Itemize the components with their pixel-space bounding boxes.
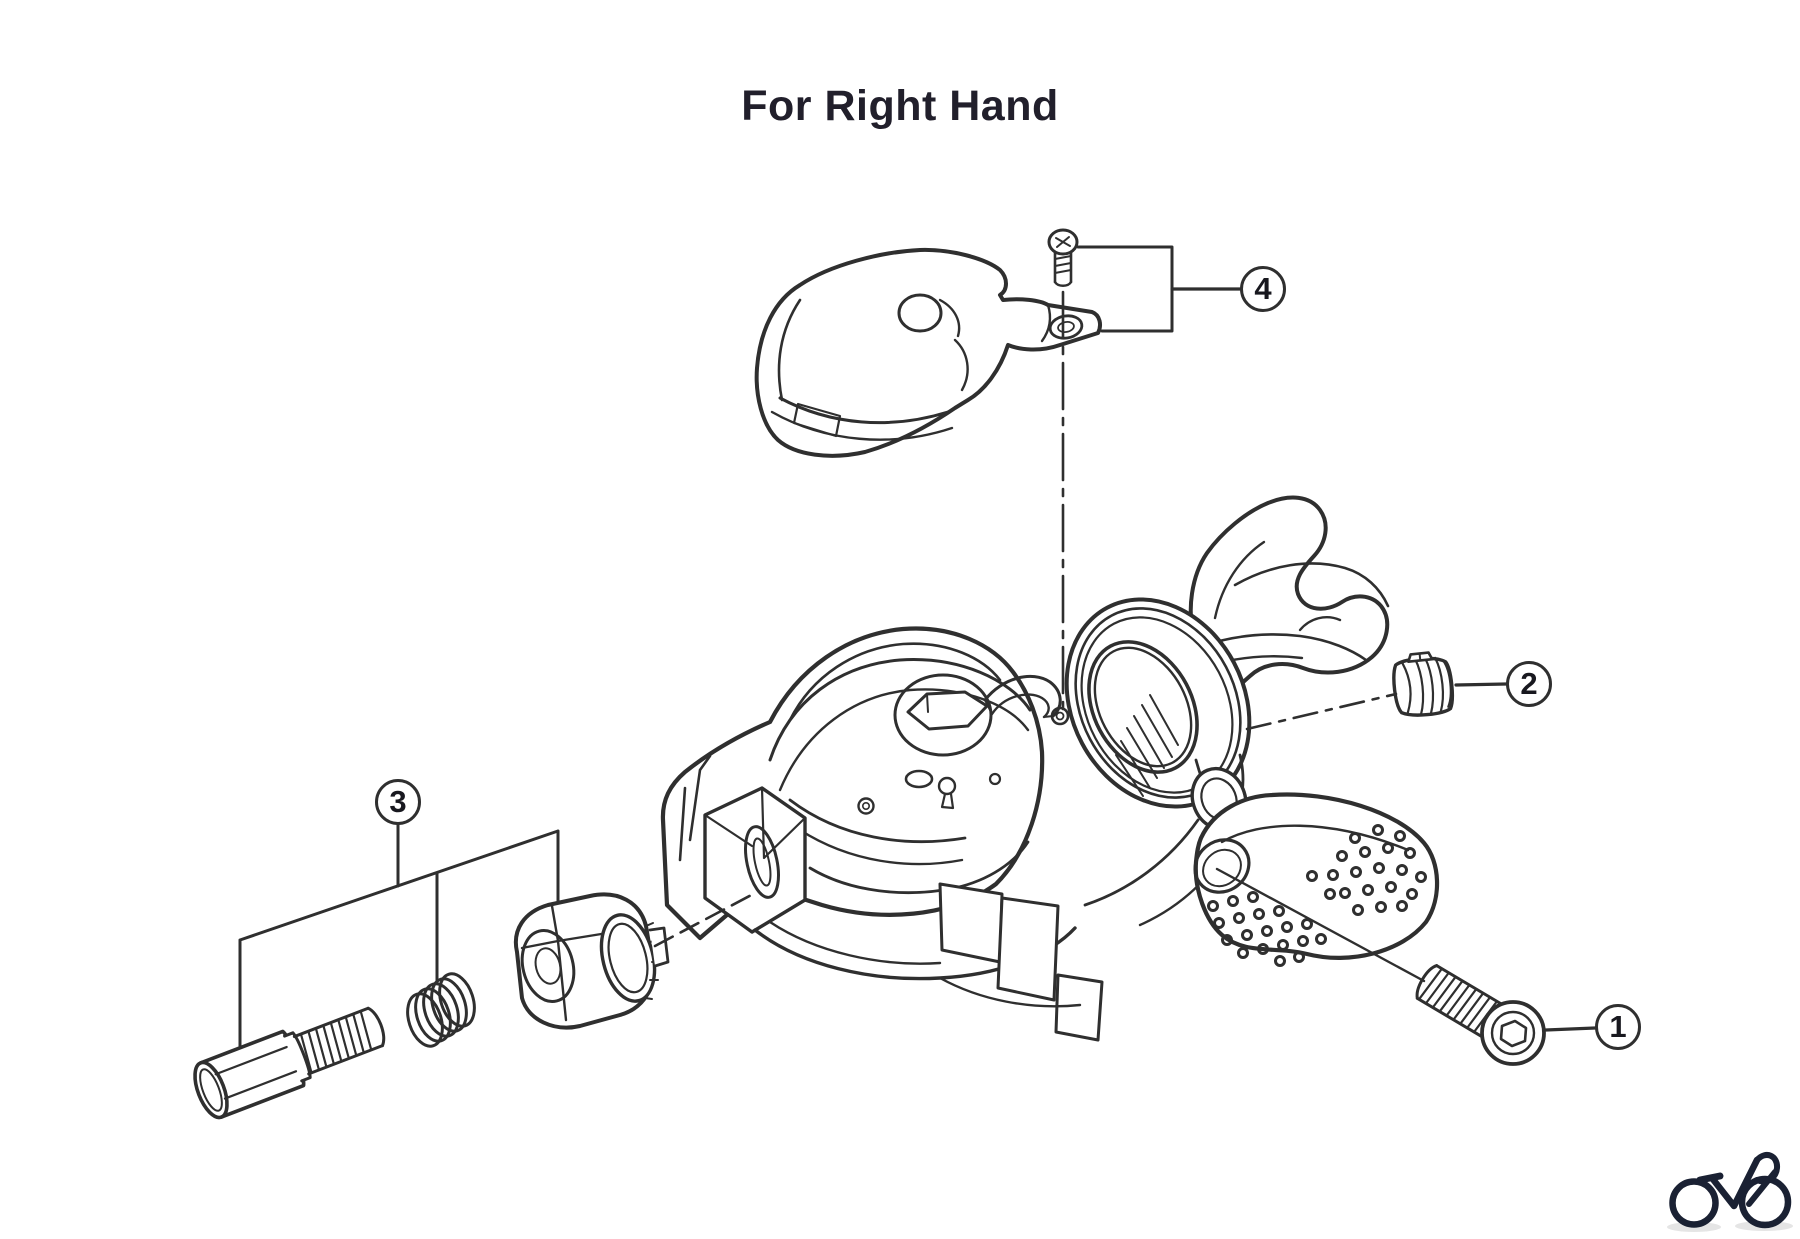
page-title: For Right Hand (741, 82, 1059, 130)
callout-line-2 (1454, 682, 1508, 687)
callout-4: 4 (1240, 266, 1286, 312)
centerline-clamp-screw (1245, 692, 1398, 731)
callout-4-number: 4 (1254, 271, 1272, 306)
callout-1-number: 1 (1609, 1009, 1627, 1044)
callout-2: 2 (1506, 661, 1552, 707)
leader-line-1 (1215, 867, 1426, 983)
adjuster-spring (406, 972, 476, 1048)
shifter-body (660, 626, 1104, 1042)
indicator-cover-cap (754, 247, 1102, 458)
leader-lines (238, 245, 1597, 1048)
callout-3: 3 (375, 779, 421, 825)
bracket-3 (238, 823, 560, 1048)
main-lever (1193, 792, 1440, 967)
callout-2-number: 2 (1520, 666, 1538, 701)
clamp-screw (1392, 651, 1454, 717)
centerline-barrel (653, 890, 759, 948)
paddle-dimples (1207, 824, 1427, 967)
cover-screw (1047, 228, 1079, 287)
clamp-bolt (1415, 964, 1546, 1066)
callout-1: 1 (1595, 1004, 1641, 1050)
barrel-adjuster (513, 892, 670, 1030)
bicycle-logo (1667, 1151, 1793, 1232)
adjuster-bolt (193, 1006, 386, 1120)
callout-line-1 (1544, 1026, 1597, 1032)
callout-3-number: 3 (389, 784, 407, 819)
